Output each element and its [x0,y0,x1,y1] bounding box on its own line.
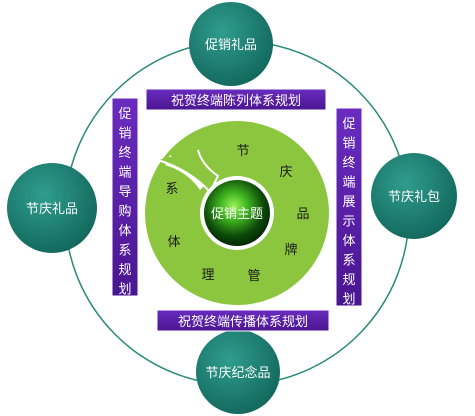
banner-left-char: 端 [118,166,131,181]
node-top: 促销礼品 [189,2,273,86]
core-label: 促销主题 [211,207,263,222]
banner-right-char: 系 [342,254,355,269]
banner-right-char: 划 [342,293,355,308]
banner-right-char: 端 [342,176,355,191]
node-bottom: 节庆纪念品 [196,330,280,414]
banner-left-char: 系 [118,244,131,259]
node-left-label: 节庆礼品 [26,201,78,217]
ring-char: 管 [247,269,260,284]
ring-notch-edge [157,149,220,194]
banner-right-char: 终 [342,155,355,171]
ring-char: 体 [167,235,180,250]
banner-left-char: 购 [118,204,131,220]
banner-top-label: 祝贺终端陈列体系规划 [171,93,301,109]
ring-char: 节 [236,144,249,159]
banner-left-char: 销 [118,127,131,142]
banner-right-char: 促 [342,117,355,132]
node-bottom-label: 节庆纪念品 [205,365,270,381]
ring-char: 牌 [284,242,297,258]
banner-left-char: 导 [118,185,131,200]
banner-bottom-label: 祝贺终端传播体系规划 [178,314,308,330]
banner-right-char: 示 [342,215,355,230]
banner-bottom: 祝贺终端传播体系规划 [156,309,330,332]
banner-left-char: 规 [118,263,131,278]
ring-char: 庆 [279,165,292,180]
node-top-label: 促销礼品 [205,37,257,53]
node-right-label: 节庆礼包 [388,189,440,205]
banner-left-char: 划 [118,283,131,298]
banner-right-char: 销 [342,137,355,152]
banner-right-char: 展 [342,195,355,210]
ring-char: 系 [165,182,178,197]
ring-char: 理 [201,268,214,283]
node-left: 节庆礼品 [7,163,97,253]
banner-left-char: 促 [118,107,131,122]
banner-right-char: 规 [342,273,355,288]
banner-left-char: 终 [118,145,131,161]
ring-char: 品 [296,207,309,222]
core-sphere [204,180,270,246]
banner-left-char: 体 [118,224,131,239]
banner-top: 祝贺终端陈列体系规划 [145,88,327,111]
node-right: 节庆礼包 [371,153,457,239]
banner-right-char: 体 [342,234,355,249]
